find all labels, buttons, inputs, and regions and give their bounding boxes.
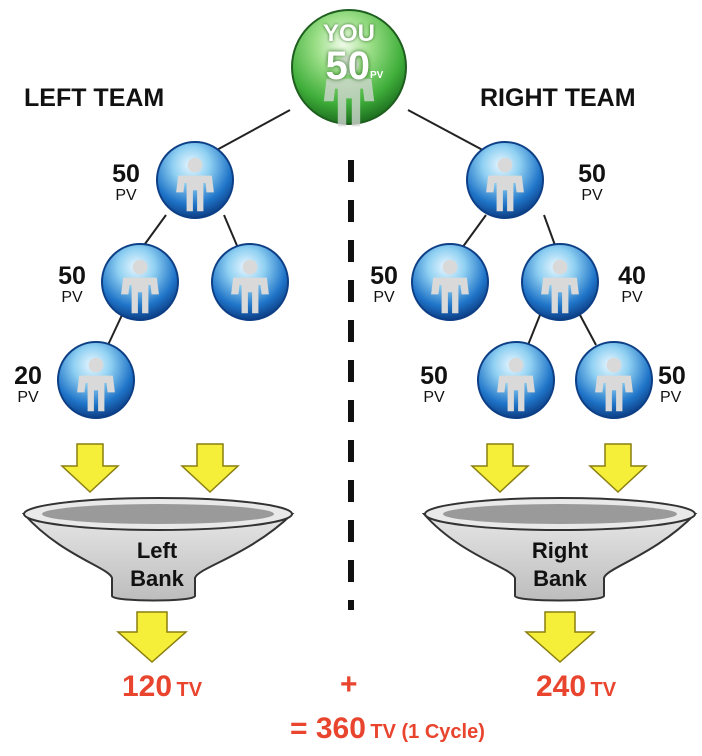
left-bank-line1: Left (136, 538, 178, 563)
right-bank-funnel (421, 497, 698, 602)
connector-right-l1 (461, 214, 487, 249)
left-member-1-pv: 50 (112, 160, 140, 188)
left-tv-total: 120 TV (122, 670, 202, 704)
cycle-result: = 360 TV (1 Cycle) (290, 712, 485, 746)
connector-right-l2 (527, 314, 541, 346)
right-member-3-pv: 40 (618, 262, 646, 290)
right-member-5-unit: PV (660, 390, 682, 406)
you-node (291, 9, 407, 127)
right-node-3 (521, 243, 599, 321)
you-label: YOU (322, 20, 375, 47)
right-tv-total: 240 TV (536, 670, 616, 704)
connector-left-l1 (141, 214, 167, 249)
left-bank-line2: Bank (130, 566, 184, 591)
right-tv-value: 240 (536, 670, 587, 703)
arrow-icon (180, 443, 240, 494)
right-tv-unit: TV (590, 679, 617, 701)
left-member-2-unit: PV (61, 289, 83, 306)
left-member-2-pv: 50 (58, 262, 86, 290)
down-arrows (60, 443, 648, 664)
left-node-3 (211, 243, 289, 321)
left-member-4-unit: PV (17, 389, 39, 406)
right-node-5 (575, 341, 653, 419)
right-member-1-unit: PV (581, 187, 603, 204)
result-value: = 360 (290, 712, 366, 745)
arrow-icon (470, 443, 530, 494)
plus-sign: + (340, 668, 358, 701)
arrow-icon (116, 611, 188, 664)
left-member-1-unit: PV (115, 187, 137, 204)
right-node-1 (466, 141, 544, 219)
connector-left-r1 (223, 214, 239, 249)
connector-right-r2 (579, 314, 597, 346)
right-bank-line1: Right (531, 538, 589, 563)
left-bank-funnel (21, 497, 295, 602)
left-tv-unit: TV (176, 679, 203, 701)
connector-right-r1 (543, 214, 557, 249)
left-team-title: LEFT TEAM (24, 84, 165, 112)
connector-left-l2 (107, 314, 123, 346)
arrow-icon (588, 443, 648, 494)
left-member-4-pv: 20 (14, 362, 42, 390)
right-team-title: RIGHT TEAM (480, 84, 636, 112)
right-member-4-unit: PV (423, 389, 445, 406)
right-member-5-pv: 50 (658, 364, 686, 389)
left-node-1 (156, 141, 234, 219)
result-unit: TV (1 Cycle) (370, 721, 485, 743)
right-member-1-pv: 50 (578, 160, 606, 188)
right-member-2-pv: 50 (370, 262, 398, 290)
right-bank-line2: Bank (533, 566, 587, 591)
left-node-4 (57, 341, 135, 419)
right-node-4 (477, 341, 555, 419)
left-node-2 (101, 243, 179, 321)
right-member-4-pv: 50 (420, 362, 448, 390)
right-node-2 (411, 243, 489, 321)
arrow-icon (524, 611, 596, 664)
arrow-icon (60, 443, 120, 494)
right-member-3-unit: PV (621, 289, 643, 306)
you-pv-value: 50 (325, 44, 371, 88)
right-member-2-unit: PV (373, 289, 395, 306)
left-tv-value: 120 (122, 670, 173, 703)
you-pv-unit: PV (370, 70, 384, 81)
